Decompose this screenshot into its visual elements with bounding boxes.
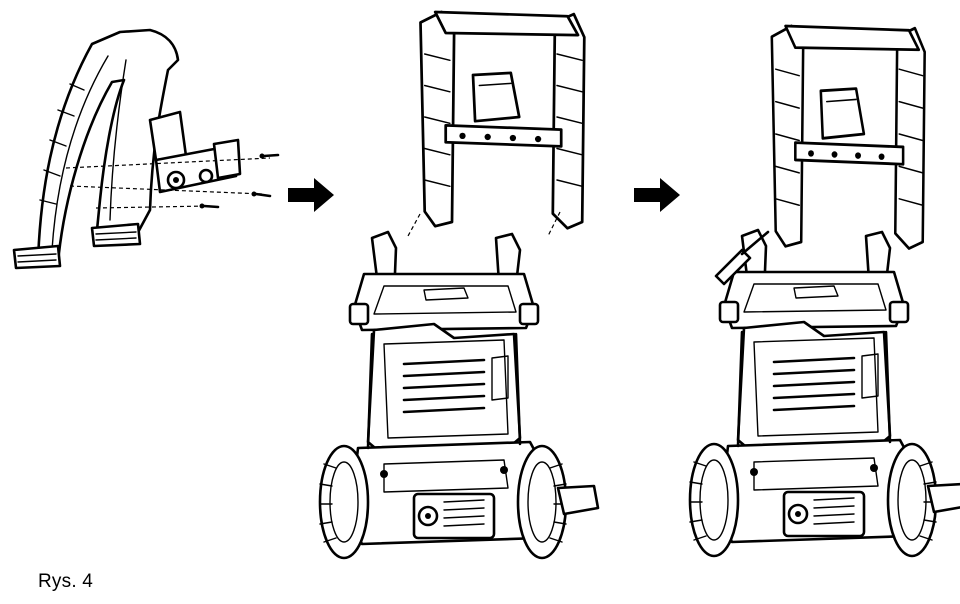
step-2-handle-aligned <box>318 10 600 560</box>
figure-caption: Rys. 4 <box>38 571 94 592</box>
arrow-right-icon <box>634 178 680 212</box>
step-3-handle-installed <box>688 24 960 558</box>
step-1-exploded-handle <box>12 28 280 270</box>
arrow-right-icon <box>288 178 334 212</box>
